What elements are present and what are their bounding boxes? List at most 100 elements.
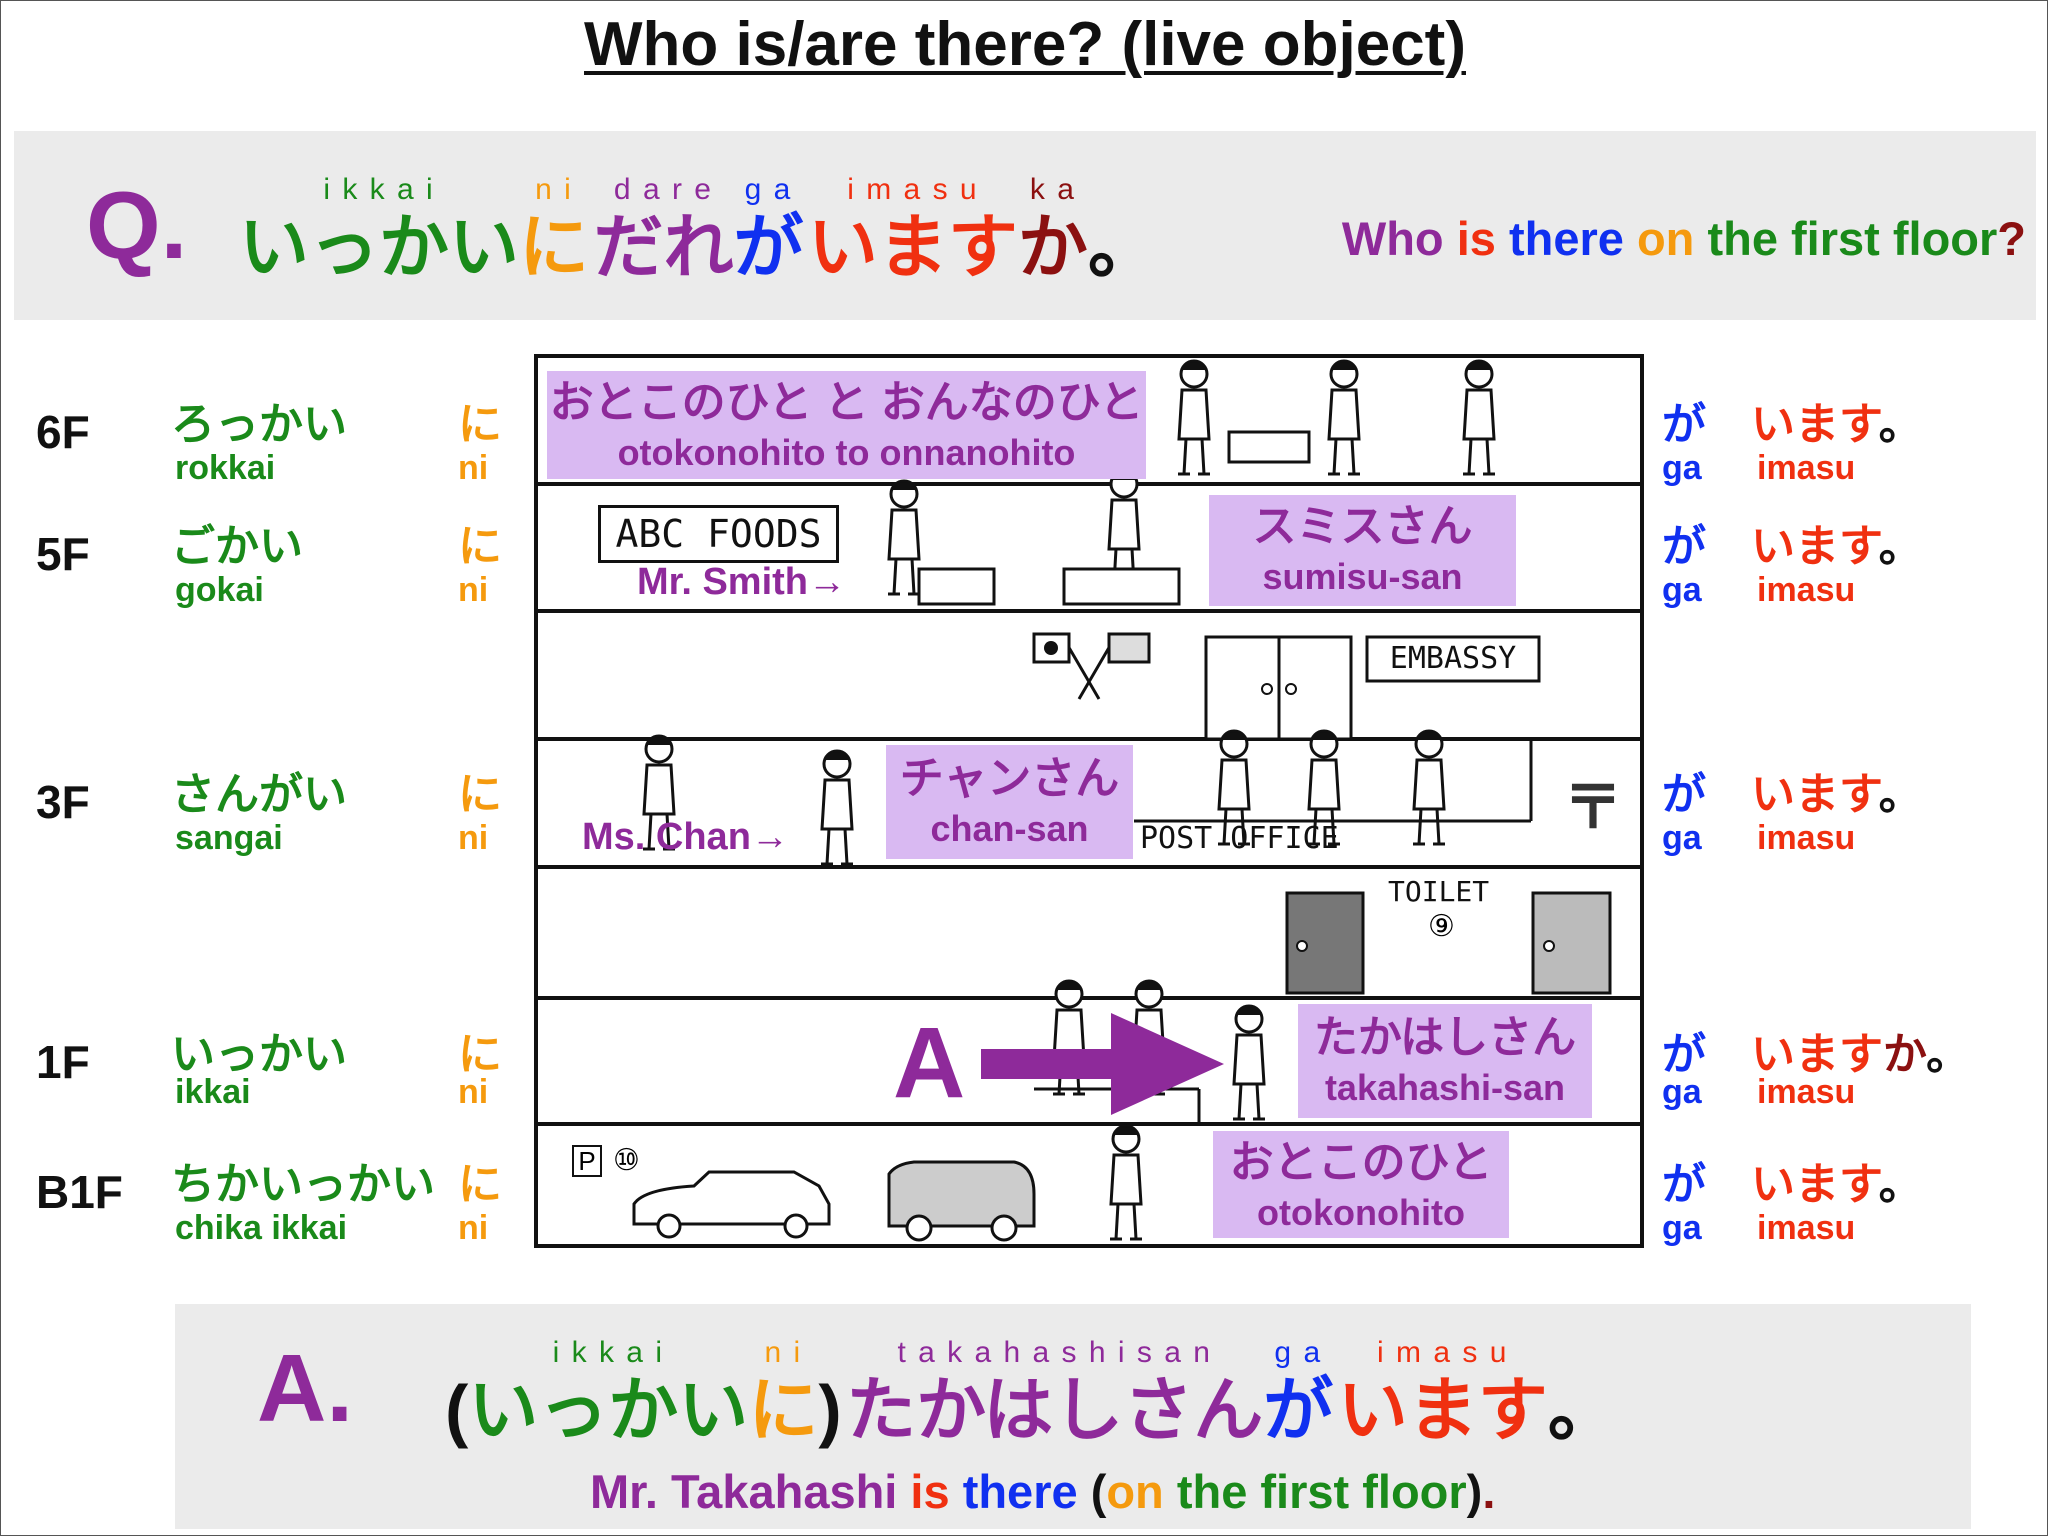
- floor-romaji: rokkai: [175, 449, 276, 487]
- floor-kana: ごかい: [171, 522, 303, 571]
- question-english: Who is there on the first floor?: [1341, 212, 2026, 265]
- verb-kana: います: [1751, 522, 1879, 571]
- verb-kana: います: [1751, 770, 1879, 819]
- particle-romaji: ni: [458, 1209, 489, 1247]
- floor-label: 5F: [36, 528, 90, 580]
- particle-kana: に: [458, 1160, 502, 1209]
- verb-romaji: imasu: [1757, 571, 1856, 609]
- table-icon: [1227, 430, 1311, 464]
- particle-kana: に: [458, 770, 502, 819]
- parking-number: ⑩: [613, 1144, 640, 1177]
- floor-kana: ちかいっかい: [171, 1160, 435, 1209]
- particle-kana: に: [458, 1030, 502, 1079]
- floor-dividers: [536, 482, 1642, 1126]
- restaurant-scene: [1176, 359, 1497, 476]
- floor-kana: いっかい: [171, 1030, 347, 1079]
- q-seg-period: 。: [1087, 208, 1158, 286]
- desk-icon: [917, 567, 996, 606]
- floor-label: B1F: [36, 1166, 123, 1218]
- verb-kana: います: [1751, 1160, 1879, 1209]
- floor-romaji: sangai: [175, 819, 283, 857]
- postal-mark-icon: 〒: [1563, 774, 1623, 841]
- ga-kana: が: [1662, 522, 1706, 571]
- embassy-sign: EMBASSY: [1389, 641, 1517, 676]
- ms-chan-pointer: Ms. Chan→: [582, 816, 789, 858]
- floor-label: 1F: [36, 1036, 90, 1088]
- answer-english: Mr. Takahashi is there (on the first flo…: [590, 1465, 1496, 1518]
- embassy-scene: [1032, 632, 1541, 741]
- ga-romaji: ga: [1662, 449, 1702, 487]
- particle-romaji: ni: [458, 1073, 489, 1111]
- particle-romaji: ni: [458, 449, 489, 487]
- ga-romaji: ga: [1662, 1073, 1702, 1111]
- marker-a: A: [893, 1007, 966, 1119]
- mr-smith-pointer: Mr. Smith→: [637, 561, 847, 603]
- particle-kana: に: [458, 522, 502, 571]
- floor-kana: ろっかい: [171, 400, 347, 449]
- verb-romaji: imasu: [1757, 1209, 1856, 1247]
- toilet-number: ⑨: [1428, 910, 1455, 943]
- ga-kana: が: [1662, 770, 1706, 819]
- toilet-scene: [1285, 891, 1612, 995]
- parking-scene: [632, 1124, 1144, 1242]
- floor-label: 6F: [36, 406, 90, 458]
- close-paren: ): [818, 1371, 842, 1449]
- ga-romaji: ga: [1662, 819, 1702, 857]
- arrow-icon: [981, 1013, 1224, 1115]
- ga-romaji: ga: [1662, 571, 1702, 609]
- verb-romaji: imasu: [1757, 819, 1856, 857]
- abc-foods-sign: ABC FOODS: [598, 505, 839, 563]
- office-scene: [886, 469, 1181, 606]
- embassy-sign-frame: [1365, 635, 1541, 683]
- particle-romaji: ni: [458, 571, 489, 609]
- verb-kana: います: [1751, 1030, 1883, 1079]
- verb-romaji: imasu: [1757, 449, 1856, 487]
- particle-romaji: ni: [458, 819, 489, 857]
- ga-kana: が: [1662, 1030, 1706, 1079]
- page-title: Who is/are there? (live object): [584, 10, 1466, 79]
- floor-romaji: ikkai: [175, 1073, 251, 1111]
- verb-kana: います: [1751, 400, 1879, 449]
- parking-sign-icon: P: [572, 1145, 602, 1177]
- toilet-sign: TOILET: [1388, 875, 1490, 908]
- verb-romaji: imasu: [1757, 1073, 1856, 1111]
- desk-icon: [1062, 567, 1181, 606]
- verb-period: 。: [1878, 522, 1923, 571]
- answer-marker: A.: [257, 1335, 353, 1442]
- verb-period: 。: [1878, 770, 1923, 819]
- open-paren: (: [445, 1371, 469, 1449]
- us-flag-icon: [1107, 632, 1151, 664]
- floor-romaji: chika ikkai: [175, 1209, 348, 1247]
- verb-period: 。: [1926, 1030, 1971, 1079]
- question-marker: Q.: [86, 172, 188, 279]
- car-icon: [632, 1170, 831, 1226]
- verb-period: 。: [1878, 400, 1923, 449]
- particle-kana: に: [458, 400, 502, 449]
- post-office-scene: [641, 729, 1533, 866]
- question-particle-ka: か: [1883, 1030, 1927, 1079]
- ga-romaji: ga: [1662, 1209, 1702, 1247]
- van-icon: [887, 1160, 1036, 1228]
- floor-label: 3F: [36, 776, 90, 828]
- floor-romaji: gokai: [175, 571, 264, 609]
- verb-period: 。: [1878, 1160, 1923, 1209]
